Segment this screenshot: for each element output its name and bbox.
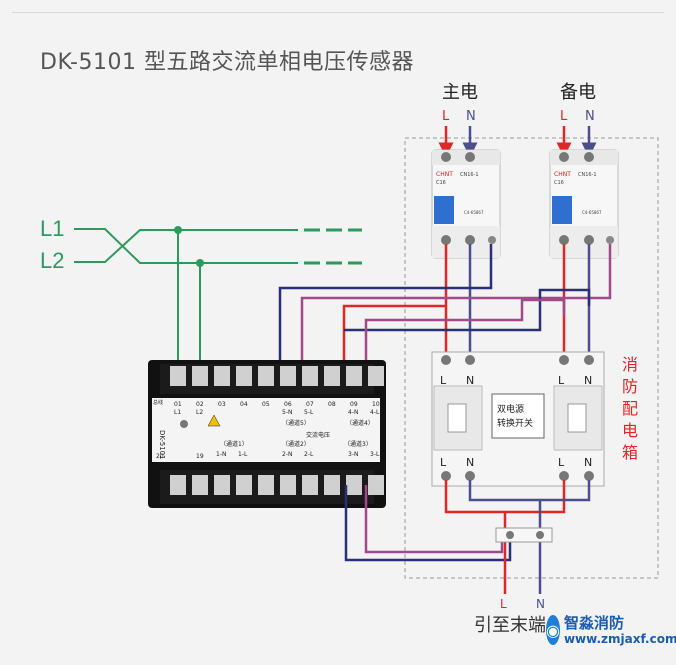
svg-text:1-L: 1-L <box>238 451 248 458</box>
svg-text:N: N <box>466 374 474 387</box>
switch-label-2: 转换开关 <box>497 417 533 429</box>
svg-text:（通道1）: （通道1） <box>220 440 248 448</box>
svg-text:交流电压: 交流电压 <box>306 431 330 439</box>
svg-text:C4-65867: C4-65867 <box>464 210 484 215</box>
svg-text:（通道4）: （通道4） <box>346 419 374 427</box>
svg-text:C4-65867: C4-65867 <box>582 210 602 215</box>
brand-logo: ◉ 智淼消防 www.zmjaxf.com <box>546 612 676 648</box>
sensor-terminals-top <box>170 366 384 386</box>
distribution-cabinet-outline <box>404 137 659 579</box>
output-label: 引至末端 <box>474 615 546 636</box>
dual-power-transfer-switch <box>431 351 605 487</box>
svg-text:4-L: 4-L <box>370 409 380 416</box>
backup-power-label: 备电 <box>560 82 596 103</box>
svg-text:CN16-1: CN16-1 <box>460 172 479 178</box>
svg-text:N: N <box>584 456 592 469</box>
backup-L-label: L <box>560 109 568 124</box>
svg-text:CN16-1: CN16-1 <box>578 172 597 178</box>
svg-text:2-L: 2-L <box>304 451 314 458</box>
svg-text:10: 10 <box>372 401 380 408</box>
svg-text:防: 防 <box>622 377 638 396</box>
logo-mark-icon: ◉ <box>546 615 560 645</box>
main-L-label: L <box>442 109 450 124</box>
svg-text:19: 19 <box>196 453 204 460</box>
svg-text:5-L: 5-L <box>304 409 314 416</box>
svg-text:配: 配 <box>622 399 638 418</box>
svg-text:CHNT: CHNT <box>554 171 571 178</box>
backup-breaker: CHNT CN16-1 C16 C4-65867 <box>549 149 619 259</box>
svg-text:4-N: 4-N <box>348 409 358 416</box>
svg-text:DK-5101: DK-5101 <box>158 430 166 460</box>
main-breaker: CHNT CN16-1 C16 C4-65867 <box>431 149 501 259</box>
line-label-l2: L2 <box>40 248 64 273</box>
svg-text:（通道2）: （通道2） <box>282 440 310 448</box>
svg-text:总线: 总线 <box>153 399 163 406</box>
svg-text:CHNT: CHNT <box>436 171 453 178</box>
svg-text:电: 电 <box>622 421 638 440</box>
svg-text:20: 20 <box>156 453 164 460</box>
svg-text:2-N: 2-N <box>282 451 292 458</box>
cabinet-label: 消 防 配 电 箱 <box>622 355 638 462</box>
svg-text:L2: L2 <box>196 409 203 416</box>
svg-text:3-L: 3-L <box>370 451 380 458</box>
svg-text:C16: C16 <box>554 180 564 186</box>
svg-text:L: L <box>558 456 565 469</box>
svg-text:3-N: 3-N <box>348 451 358 458</box>
logo-url: www.zmjaxf.com <box>563 631 676 646</box>
svg-text:03: 03 <box>218 401 226 408</box>
svg-text:箱: 箱 <box>622 443 638 462</box>
svg-text:N: N <box>584 374 592 387</box>
svg-text:L: L <box>500 597 507 611</box>
page-title: DK-5101 型五路交流单相电压传感器 <box>40 50 414 75</box>
svg-text:02: 02 <box>196 401 204 408</box>
svg-text:C16: C16 <box>436 180 446 186</box>
svg-text:L: L <box>558 374 565 387</box>
switch-label-1: 双电源 <box>497 403 524 415</box>
main-N-label: N <box>466 109 476 124</box>
svg-text:09: 09 <box>350 401 358 408</box>
svg-text:（通道5）: （通道5） <box>282 419 310 427</box>
svg-text:07: 07 <box>306 401 314 408</box>
backup-N-label: N <box>585 109 595 124</box>
svg-text:（通道3）: （通道3） <box>344 440 372 448</box>
logo-name: 智淼消防 <box>563 613 624 632</box>
svg-text:04: 04 <box>240 401 248 408</box>
svg-text:N: N <box>536 597 545 611</box>
svg-text:L: L <box>440 374 447 387</box>
svg-text:L1: L1 <box>174 409 181 416</box>
svg-text:01: 01 <box>174 401 182 408</box>
svg-text:5-N: 5-N <box>282 409 292 416</box>
top-divider <box>12 12 664 13</box>
svg-text:06: 06 <box>284 401 292 408</box>
svg-text:N: N <box>466 456 474 469</box>
line-label-l1: L1 <box>40 216 64 241</box>
svg-text:L: L <box>440 456 447 469</box>
svg-text:1-N: 1-N <box>216 451 226 458</box>
sensor-terminals-bottom <box>170 475 384 495</box>
sensor-top-numbers: 01 02 03 04 05 06 07 08 09 10 L1 L2 5-N 5-L 4-N… <box>156 401 380 460</box>
svg-text:05: 05 <box>262 401 270 408</box>
main-power-label: 主电 <box>442 82 478 103</box>
svg-text:消: 消 <box>622 355 638 374</box>
incoming-lines <box>74 228 298 264</box>
svg-text:08: 08 <box>328 401 336 408</box>
